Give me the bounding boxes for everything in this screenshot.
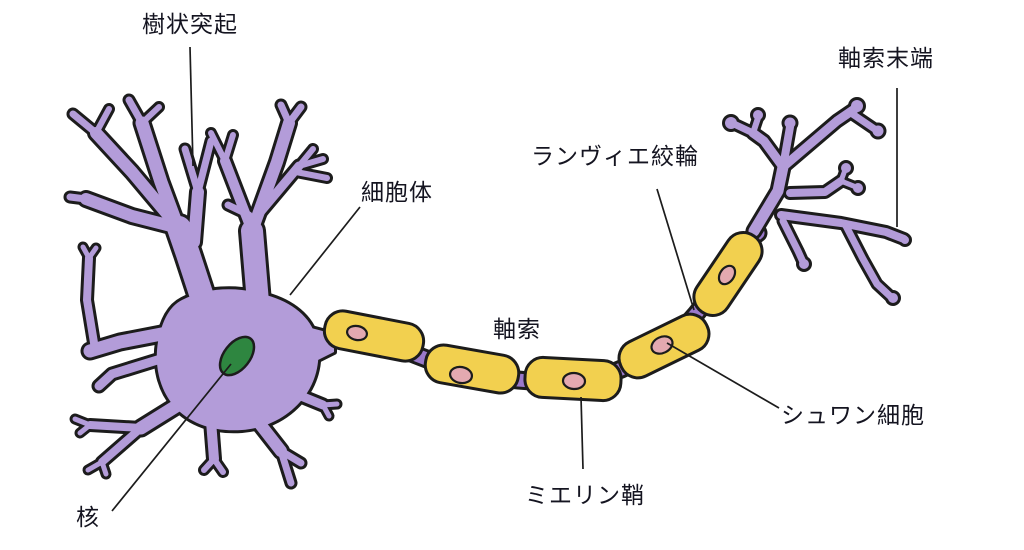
dendrite-branch [224, 201, 253, 219]
label-node-of-ranvier: ランヴィエ絞輪 [531, 143, 699, 169]
dendrite-branch [86, 421, 145, 432]
myelin-segment [423, 343, 521, 395]
dendrite-branch [320, 402, 332, 419]
synapse-knob [841, 163, 851, 173]
synapse-knob [799, 259, 809, 269]
dendrite-branch [125, 96, 146, 127]
myelin-segment [692, 231, 764, 317]
dendrite-branch [85, 459, 105, 473]
dendrite-branch [750, 115, 761, 136]
schwann-nucleus-shape [650, 335, 674, 355]
dendrite-branch [252, 161, 304, 221]
dendrite-branch [842, 222, 895, 301]
myelin-segments [322, 231, 764, 403]
schwann-nucleus-shape [717, 264, 737, 286]
axon-outline [293, 223, 768, 392]
dendrite-branch [98, 424, 145, 466]
dendrite-branch [779, 217, 807, 266]
dendrite-branch [296, 156, 326, 169]
dendrite-branch [211, 456, 226, 475]
label-myelin-sheath: ミエリン鞘 [525, 482, 645, 508]
schwann-nucleus-shape [561, 371, 587, 391]
dendrite-branch [777, 211, 908, 243]
label-dendrites: 樹状突起 [142, 11, 238, 37]
dendrite-branch [208, 130, 228, 164]
leader-line [111, 363, 232, 512]
leader-line [580, 396, 584, 470]
synapse-knob [872, 125, 884, 137]
dendrite-branch [135, 116, 194, 259]
dendrite-branch [194, 137, 215, 196]
synapse-knob [753, 110, 763, 120]
synapse-knob [784, 117, 796, 129]
dendrite-branch [94, 352, 172, 391]
leader-line [656, 188, 695, 311]
synapse-knob [725, 117, 737, 129]
leader-line [666, 342, 780, 409]
myelin-segment [523, 355, 623, 403]
dendrite-branch [206, 416, 219, 464]
dendrite-branch [250, 413, 287, 457]
leader-lines [111, 46, 898, 512]
synapse-knob [901, 236, 909, 244]
label-cell-body: 細胞体 [361, 179, 433, 205]
myelin-sheath-shape [322, 309, 426, 363]
dendrite-branch [86, 245, 99, 261]
dendrite-branch [93, 106, 112, 136]
leader-line [289, 206, 361, 296]
dendrite-branch [730, 120, 757, 137]
synapse-knob [853, 183, 863, 193]
dendrite-branch [222, 132, 236, 164]
dendrite-branch [83, 325, 179, 358]
label-axon: 軸索 [493, 316, 541, 342]
label-axon-terminal: 軸索末端 [838, 45, 934, 71]
dendrite-branch [90, 127, 185, 234]
dendrite-branch [220, 156, 257, 236]
schwann-nucleus-shape [345, 324, 369, 342]
dendrite-branch [181, 145, 202, 196]
dendrite-branch [277, 447, 295, 487]
dendrite-branch [748, 128, 788, 172]
dendrite-branch [241, 220, 270, 325]
dendrite-branch [285, 103, 305, 127]
myelin-segment [322, 309, 426, 363]
dendrite-branch [77, 422, 93, 436]
dendrite-branch [748, 161, 789, 237]
schwann-nucleus-shape [448, 365, 474, 385]
label-schwann-cell: シュワン細胞 [781, 402, 925, 428]
dendrite-branch [134, 393, 193, 435]
dendrite-branch [188, 186, 204, 248]
synapse-knob [851, 100, 863, 112]
dendrite-branch [80, 193, 185, 234]
label-nucleus: 核 [76, 504, 100, 530]
synapse-knob [888, 293, 898, 303]
dendrite-branch [293, 169, 330, 181]
dendrite-branch [139, 104, 162, 126]
axon-hillock [290, 324, 334, 370]
dendrite-branch [66, 193, 90, 203]
dendrite-branch [847, 109, 880, 134]
dendrite-branch [291, 389, 328, 410]
axon-fiber [293, 223, 768, 392]
dendrite-branch [99, 459, 109, 477]
dendrite-branch [69, 110, 100, 137]
leader-line [189, 46, 194, 167]
neuron-cell-body [66, 96, 909, 487]
myelin-sheath-shape [423, 343, 521, 395]
dendrite-branch [786, 177, 845, 197]
dendrite-branch [83, 254, 99, 353]
myelin-segment [617, 312, 711, 380]
